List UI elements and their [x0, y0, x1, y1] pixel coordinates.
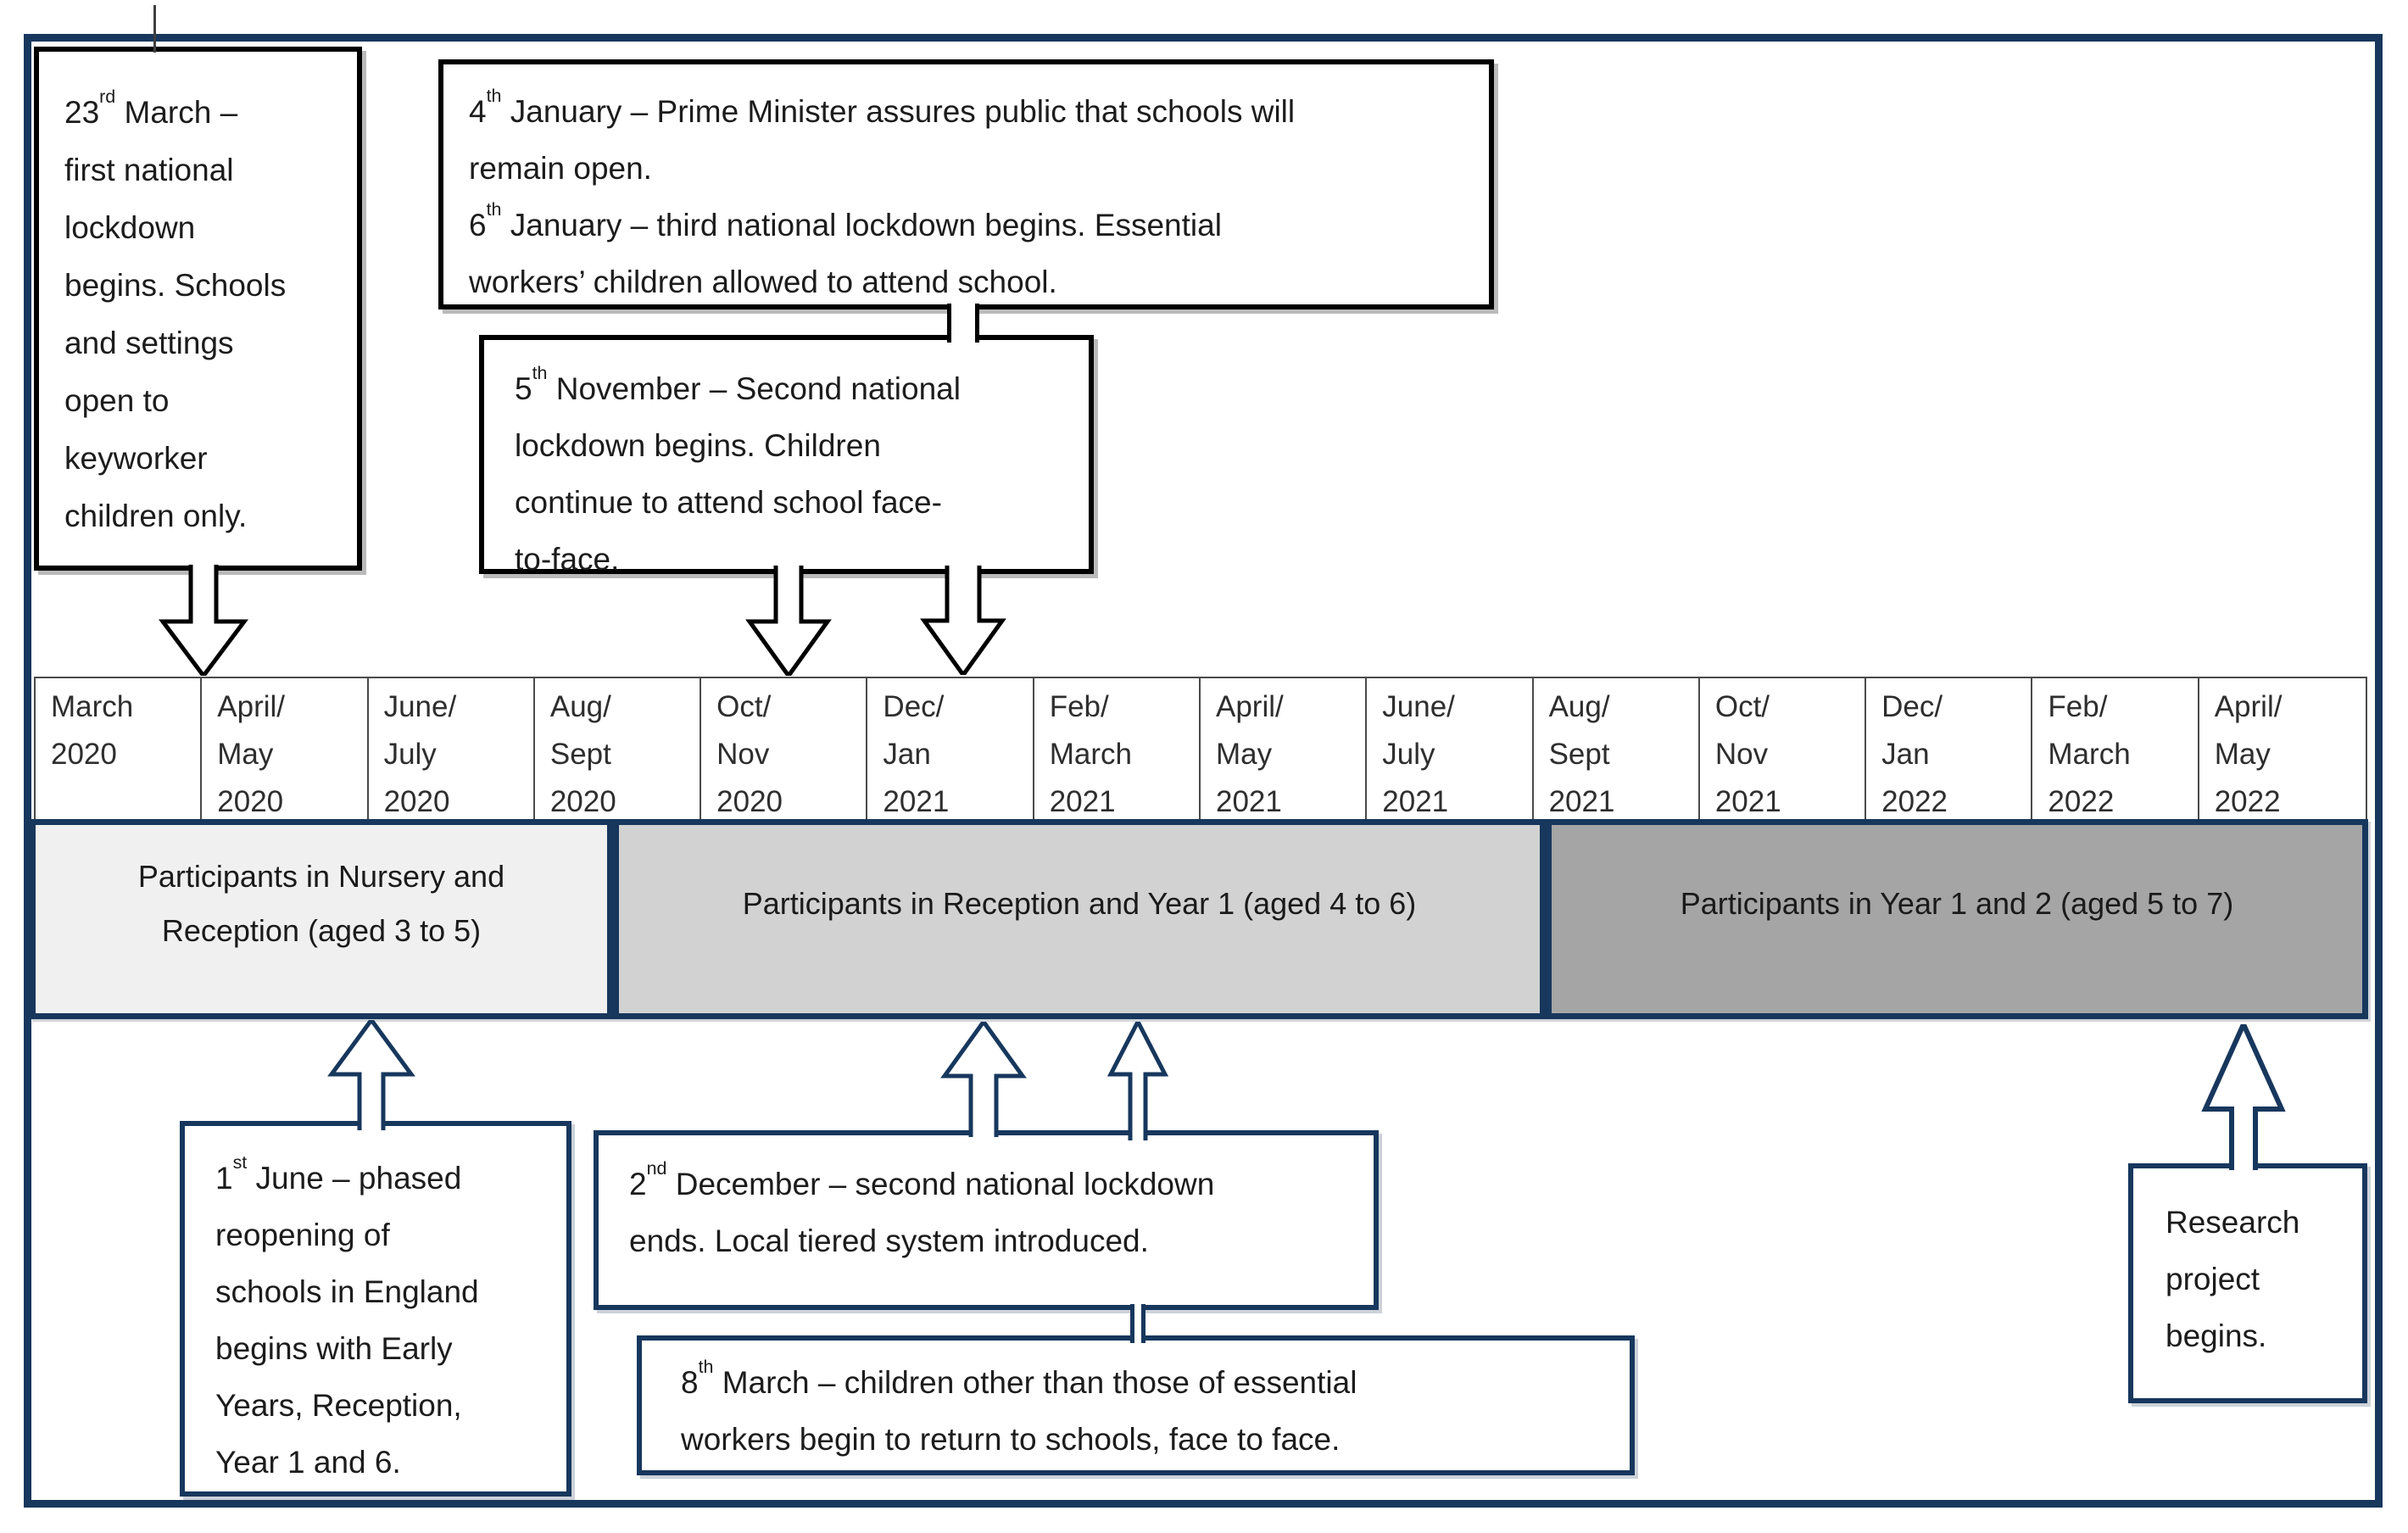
- arrow-up-8th-march-icon: [1106, 1022, 1169, 1140]
- timeline-month-cell: June/ July 2020: [369, 678, 535, 826]
- band-label: Participants in Reception and Year 1 (ag…: [742, 886, 1417, 921]
- callout-4th-6th-january-third-lockdown: 4th January – Prime Minister assures pub…: [438, 59, 1494, 309]
- timeline-month-cell: Oct/ Nov 2020: [701, 678, 868, 826]
- timeline-month-cell: March 2020: [36, 678, 203, 826]
- arrow-stem-8th-march-icon: [1130, 1304, 1145, 1343]
- timeline-month-cell: April/ May 2021: [1201, 678, 1368, 826]
- timeline-month-cell: Dec/ Jan 2022: [1866, 678, 2033, 826]
- arrow-down-dec-jan-2021-icon: [920, 566, 1006, 675]
- band-nursery-reception: Participants in Nursery and Reception (a…: [30, 819, 613, 1019]
- band-reception-year1: Participants in Reception and Year 1 (ag…: [613, 819, 1546, 1019]
- callout-1st-june-phased-reopening: 1st June – phased reopening of schools i…: [180, 1121, 571, 1497]
- timeline-month-cell: April/ May 2020: [202, 678, 369, 826]
- arrow-up-1st-june-icon: [327, 1020, 415, 1130]
- band-year1-year2: Participants in Year 1 and 2 (aged 5 to …: [1546, 819, 2368, 1019]
- outer-frame: [24, 34, 2383, 1508]
- arrow-up-research-project-icon: [2201, 1024, 2286, 1170]
- timeline-month-cell: April/ May 2022: [2214, 690, 2283, 818]
- arrow-down-oct-nov-2020-icon: [745, 566, 832, 676]
- crop-tick-mark: [153, 5, 156, 53]
- timeline-month-cell: Feb/ March 2022: [2032, 678, 2199, 826]
- band-label: Participants in Nursery and Reception (a…: [137, 859, 505, 948]
- arrow-up-2nd-december-icon: [940, 1022, 1027, 1137]
- callout-8th-march-return-to-school: 8th March – children other than those of…: [637, 1335, 1635, 1475]
- timeline-month-cell: Aug/ Sept 2020: [535, 678, 702, 826]
- arrow-down-march-2020-icon: [159, 565, 248, 676]
- band-label: Participants in Year 1 and 2 (aged 5 to …: [1680, 886, 2234, 921]
- arrow-stem-jan-icon: [947, 304, 979, 343]
- callout-23rd-march-first-lockdown: 23rd March – first national lockdown beg…: [34, 47, 362, 571]
- timeline-month-cell: Aug/ Sept 2021: [1534, 678, 1700, 826]
- callout-research-project-begins: Research project begins.: [2128, 1163, 2367, 1403]
- callout-2nd-december-lockdown-ends: 2nd December – second national lockdown …: [594, 1130, 1379, 1310]
- callout-5th-november-second-lockdown: 5th November – Second national lockdown …: [479, 335, 1094, 577]
- timeline-month-cell: June/ July 2021: [1367, 678, 1534, 826]
- timeline-month-cell: Dec/ Jan 2021: [867, 678, 1034, 826]
- timeline-month-cell: Oct/ Nov 2021: [1700, 678, 1867, 826]
- timeline-month-cell: Feb/ March 2021: [1034, 678, 1201, 826]
